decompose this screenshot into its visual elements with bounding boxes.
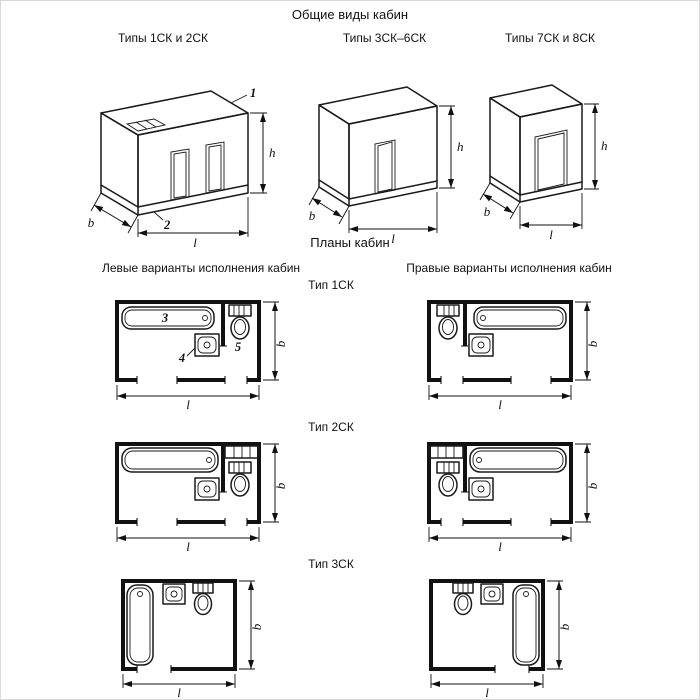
dim-b-label: b: [88, 215, 95, 230]
isometric-drawing-types-7sk-8sk: h l b: [479, 84, 608, 241]
callout-basin-label: 4: [178, 351, 185, 365]
dimension-b: b: [479, 182, 521, 220]
type-2sk-label: Тип 2СК: [308, 420, 354, 434]
dim-b-label: b: [309, 208, 316, 223]
view-types-1sk-2sk: Типы 1СК и 2СК 1: [43, 31, 283, 252]
plan-2sk-right: l b: [425, 440, 600, 554]
callout-2-label: 2: [163, 218, 170, 232]
dim-h-label: h: [269, 145, 276, 160]
dim-l-label: l: [498, 397, 502, 412]
dimension-l: l: [519, 193, 583, 241]
callout-basin-leader: [186, 347, 196, 357]
door-opening: [374, 139, 396, 195]
dimension-b: b: [308, 186, 350, 225]
dimension-h: h: [250, 112, 276, 194]
dimension-l: l: [122, 674, 236, 699]
dimension-l: l: [348, 192, 438, 245]
plan-1sk-left: 3 4 5 l b: [113, 298, 288, 412]
cabin-box: [318, 86, 438, 207]
dimension-b: b: [575, 301, 600, 381]
dim-b-label: b: [585, 482, 600, 489]
dimension-l: l: [428, 527, 572, 554]
callout-2: 2: [153, 211, 170, 232]
dim-l-label: l: [177, 685, 181, 699]
view-types-3sk-6sk: Типы 3СК–6СК h l: [297, 31, 472, 245]
dim-l-label: l: [186, 397, 190, 412]
dim-b-label: b: [273, 340, 288, 347]
dimension-l: l: [428, 385, 572, 412]
view-caption: Типы 3СК–6СК: [342, 31, 427, 45]
type-3sk-label: Тип 3СК: [308, 557, 354, 571]
door-openings: [170, 141, 225, 201]
callout-bath-label: 3: [161, 311, 168, 325]
dimension-h: h: [584, 103, 608, 190]
view-types-7sk-8sk: Типы 7СК и 8СК h l: [475, 31, 625, 241]
dim-b-label: b: [273, 482, 288, 489]
dimension-h: h: [439, 105, 464, 189]
view-caption: Типы 1СК и 2СК: [118, 31, 208, 45]
plans-section-title: Планы кабин: [310, 235, 390, 250]
dim-b-label: b: [557, 623, 572, 630]
dim-h-label: h: [457, 139, 464, 154]
dimension-b: b: [547, 580, 572, 670]
door-opening: [534, 129, 568, 193]
right-variants-header: Правые варианты исполнения кабин: [406, 261, 612, 275]
dimension-b: b: [239, 580, 264, 670]
dimension-l: l: [116, 385, 260, 412]
view-caption: Типы 7СК и 8СК: [505, 31, 595, 45]
dimension-b: b: [575, 443, 600, 523]
dimension-b: b: [263, 443, 288, 523]
dimension-l: l: [137, 197, 249, 250]
dimension-b: b: [88, 192, 139, 234]
plan-2sk-left: l b: [113, 440, 288, 554]
page-title: Общие виды кабин: [291, 7, 409, 22]
plan-1sk-right: l b: [425, 298, 600, 412]
dim-l-label: l: [391, 231, 395, 245]
dim-l-label: l: [498, 539, 502, 554]
dim-l-label: l: [193, 235, 197, 250]
left-variants-header: Левые варианты исполнения кабин: [101, 261, 301, 275]
dim-l-label: l: [485, 685, 489, 699]
dim-h-label: h: [601, 138, 608, 153]
callout-toilet-label: 5: [235, 340, 241, 354]
dim-b-label: b: [585, 340, 600, 347]
dim-b-label: b: [484, 204, 491, 219]
callout-1-label: 1: [250, 86, 256, 100]
type-1sk-label: Тип 1СК: [308, 278, 354, 292]
dimension-l: l: [430, 674, 544, 699]
plan-3sk-right: l b: [427, 577, 572, 699]
dim-b-label: b: [249, 623, 264, 630]
dim-l-label: l: [186, 539, 190, 554]
cabin-box: [100, 90, 249, 216]
dim-l-label: l: [549, 227, 553, 241]
cabin-box: [489, 84, 583, 203]
roof-vent-block: [125, 118, 167, 132]
isometric-drawing-types-1sk-2sk: 1 2 h l b: [88, 86, 276, 250]
isometric-drawing-types-3sk-6sk: h l b: [308, 86, 464, 245]
callout-1: 1: [230, 86, 256, 104]
plan-3sk-left: l b: [119, 577, 264, 699]
dimension-b: b: [263, 301, 288, 381]
dimension-l: l: [116, 527, 260, 554]
